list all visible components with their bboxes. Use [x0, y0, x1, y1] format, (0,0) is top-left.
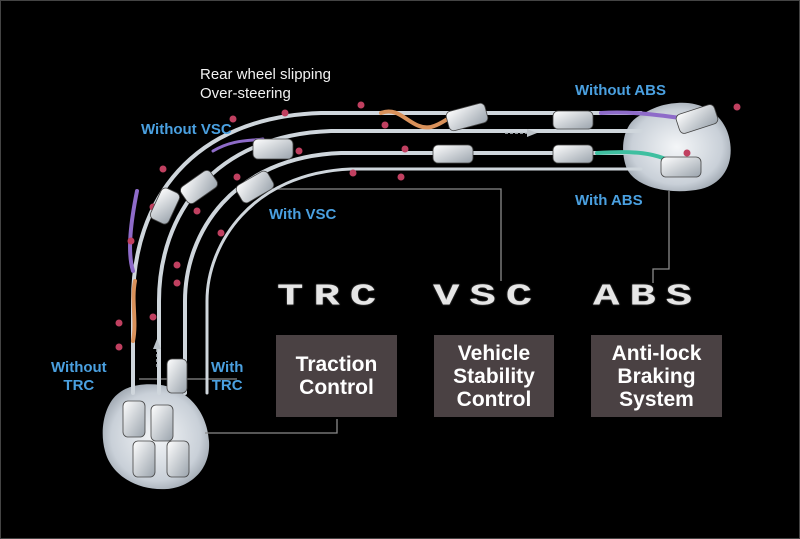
car-icon — [166, 440, 190, 478]
label-without-trc: Without TRC — [51, 359, 107, 395]
box-traction-line1: Traction — [295, 353, 378, 376]
label-without-trc-line1: Without — [51, 359, 107, 376]
box-stability-line3: Control — [456, 387, 532, 411]
box-braking-line3: System — [619, 387, 694, 411]
label-with-trc-line1: With — [211, 359, 244, 376]
lane-inner-2 — [205, 167, 643, 395]
lane-inner — [183, 151, 643, 395]
car-icon — [432, 144, 474, 164]
cars — [122, 102, 719, 478]
box-stability-line2: Stability — [453, 364, 535, 388]
car-icon — [180, 170, 218, 204]
box-braking-line1: Anti-lock — [611, 341, 702, 365]
label-without-abs: Without ABS — [575, 82, 666, 99]
box-braking-line2: Braking — [617, 364, 696, 388]
annotation-line2: Over-steering — [200, 85, 291, 102]
annotation-line1: Rear wheel slipping — [200, 66, 331, 83]
trc-slip-purple — [128, 189, 139, 273]
slip-annotation: Rear wheel slipping Over-steering — [200, 65, 331, 103]
label-with-trc-line2: TRC — [211, 377, 243, 394]
label-without-vsc: Without VSC — [141, 121, 232, 138]
sensor-markers — [115, 101, 741, 351]
car-icon — [552, 110, 594, 130]
acronym-abs: ABS — [593, 279, 703, 315]
car-icon — [252, 138, 294, 160]
box-traction-control: Traction Control — [276, 335, 397, 417]
trc-slip-orange — [131, 279, 137, 343]
car-icon — [132, 440, 156, 478]
car-icon — [150, 404, 174, 442]
car-icon — [552, 144, 594, 164]
car-icon — [675, 104, 719, 134]
box-traction-line2: Control — [299, 376, 374, 399]
label-with-trc: With TRC — [211, 359, 243, 395]
car-icon — [122, 400, 146, 438]
box-vehicle-stability-control: Vehicle Stability Control — [434, 335, 554, 417]
acronym-trc: TRC — [277, 279, 387, 315]
label-without-trc-line2: TRC — [63, 377, 95, 394]
label-with-vsc: With VSC — [269, 206, 337, 223]
leader-lines — [139, 188, 670, 434]
car-icon — [166, 358, 188, 394]
car-icon — [445, 102, 489, 132]
box-anti-lock-braking-system: Anti-lock Braking System — [591, 335, 722, 417]
car-icon — [235, 170, 275, 204]
box-stability-line1: Vehicle — [457, 341, 531, 365]
acronym-vsc: VSC — [433, 279, 543, 315]
label-with-abs: With ABS — [575, 192, 643, 209]
direction-arrows — [153, 129, 537, 369]
car-icon — [660, 156, 702, 178]
car-icon — [149, 187, 181, 225]
